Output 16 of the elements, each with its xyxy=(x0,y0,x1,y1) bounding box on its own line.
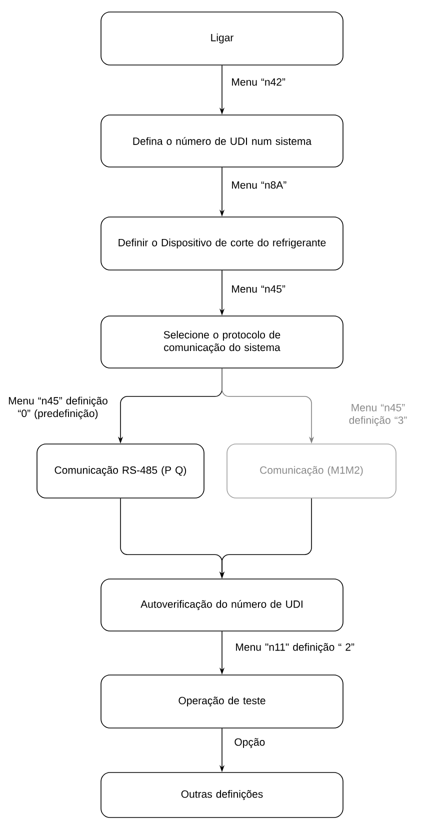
edge-label: Menu “n8A” xyxy=(232,181,286,189)
process-box: Comunicação RS-485 (P Q) xyxy=(36,444,204,498)
process-box: Ligar xyxy=(100,12,344,66)
edge-label: Menu "n11" definição “ 2” xyxy=(236,643,354,653)
edge-label: Menu “n42” xyxy=(232,78,286,86)
edge-label: Menu “n45” definição “3” xyxy=(349,404,407,426)
process-box: Definir o Dispositivo de corte do refrigerante xyxy=(100,216,344,270)
process-box: Defina o número de UDI num sistema xyxy=(100,114,344,168)
process-box: Outras definições xyxy=(100,772,344,818)
edge-label: Menu “n45” definição “0” (predefinição) xyxy=(8,396,108,420)
edge-label: Opção xyxy=(234,738,265,748)
edge-label: Menu “n45” xyxy=(232,285,286,293)
process-box: Selecione o protocolo de comunicação do sistema xyxy=(100,316,344,368)
process-box: Operação de teste xyxy=(100,674,344,728)
process-box: Autoverificação do número de UDI xyxy=(100,578,344,632)
process-box: Comunicação (M1M2) xyxy=(226,444,396,498)
